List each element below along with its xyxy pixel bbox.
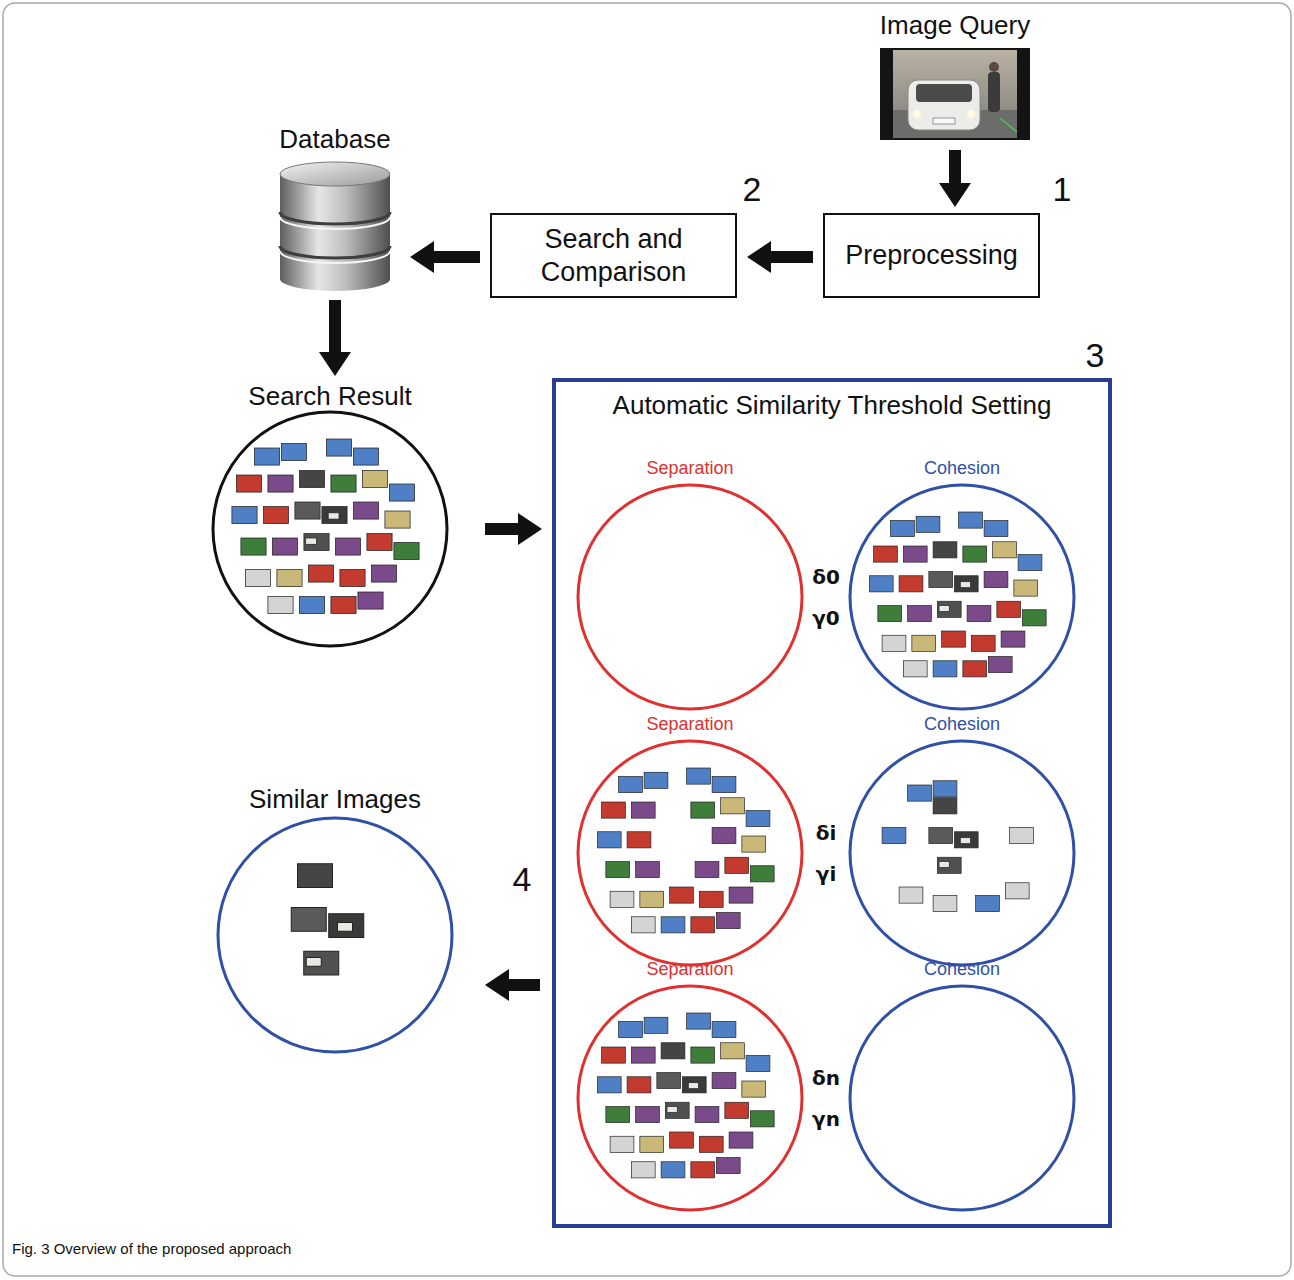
box-label: Preprocessing <box>845 239 1018 271</box>
cohesion-thumbnails <box>869 512 1046 677</box>
separation-circle: Separation <box>574 713 806 968</box>
cohesion-circle: Cohesion <box>846 713 1078 968</box>
photo-car-window <box>916 84 972 102</box>
cohesion-circle: Cohesion <box>846 958 1078 1213</box>
photo-car-body <box>908 80 980 130</box>
photo-car-light <box>967 110 975 118</box>
threshold-symbol: γn <box>812 1108 840 1130</box>
node-outline <box>210 785 460 1055</box>
cylinder-body <box>280 174 390 291</box>
node-outline <box>205 382 455 650</box>
photo-person <box>988 72 1000 112</box>
node-outline <box>846 457 1078 712</box>
circle-outline <box>578 741 802 965</box>
photo-frame <box>880 48 1030 140</box>
separation-thumbnails <box>597 768 774 933</box>
node-outline <box>846 713 1078 968</box>
threshold-symbol: δi <box>816 822 837 844</box>
node-heading: Cohesion <box>846 958 1078 980</box>
query-photo <box>880 48 1030 140</box>
search-result-thumbnails <box>232 439 419 614</box>
circle-outline <box>850 741 1074 965</box>
node-heading: Cohesion <box>846 713 1078 735</box>
circle-outline <box>213 412 447 646</box>
threshold-panel: Automatic Similarity Threshold SettingSe… <box>552 378 1112 1228</box>
callout-number: 4 <box>513 861 532 898</box>
node-outline <box>574 958 806 1213</box>
similar-thumbnails <box>291 864 364 975</box>
separation-thumbnails <box>597 1013 774 1178</box>
circle-outline <box>850 485 1074 709</box>
node-heading: Similar Images <box>210 785 460 813</box>
flow-arrow <box>939 150 971 207</box>
node-heading: Search Result <box>205 382 455 410</box>
flow-arrow <box>485 513 542 545</box>
node-outline <box>846 958 1078 1213</box>
photo-car-light <box>913 110 921 118</box>
figure-caption: Fig. 3 Overview of the proposed approach <box>12 1240 291 1257</box>
node-outline <box>574 713 806 968</box>
cohesion-thumbnails <box>929 798 978 874</box>
photo-car-plate <box>933 118 955 124</box>
separation-circle: Separation <box>574 457 806 712</box>
cohesion-thumbnails <box>882 781 1033 912</box>
box-label: Search and Comparison <box>509 223 719 288</box>
node-heading: Separation <box>574 713 806 735</box>
cylinder-band <box>280 217 390 229</box>
threshold-symbol: γ0 <box>812 607 840 629</box>
circle-outline <box>578 986 802 1210</box>
database-cylinder: Database <box>268 124 402 294</box>
flow-arrow <box>485 969 540 1001</box>
threshold-symbol: γi <box>816 863 836 885</box>
circle-outline <box>218 818 452 1052</box>
cylinder-top <box>280 162 390 186</box>
node-outline <box>574 457 806 712</box>
node-heading: Separation <box>574 958 806 980</box>
photo-road-line <box>1000 118 1017 132</box>
flow-arrow <box>410 241 480 273</box>
circle-outline <box>578 485 802 709</box>
outer-frame <box>3 3 1291 1276</box>
callout-number: 2 <box>743 171 762 208</box>
cylinder-band <box>280 246 390 258</box>
photo-person-head <box>989 62 999 72</box>
process-box: Preprocessing <box>823 213 1040 298</box>
threshold-symbol: δn <box>812 1067 840 1089</box>
separation-circle: Separation <box>574 958 806 1213</box>
node-heading: Automatic Similarity Threshold Setting <box>612 390 1052 421</box>
result-circle: Search Result <box>205 382 455 650</box>
cohesion-circle: Cohesion <box>846 457 1078 712</box>
callout-number: 1 <box>1053 171 1072 208</box>
flow-arrow <box>747 241 813 273</box>
process-box: Search and Comparison <box>490 213 737 298</box>
similar-circle: Similar Images <box>210 785 460 1055</box>
node-heading: Database <box>268 124 402 155</box>
node-heading: Separation <box>574 457 806 479</box>
node-heading: Image Query <box>860 10 1050 41</box>
query-image: Image Query <box>860 10 1050 146</box>
cylinder-band <box>280 251 390 263</box>
circle-outline <box>850 986 1074 1210</box>
node-heading: Cohesion <box>846 457 1078 479</box>
threshold-symbol: δ0 <box>812 566 840 588</box>
photo-scene <box>893 50 1017 138</box>
callout-number: 3 <box>1086 337 1105 374</box>
cylinder-band <box>280 212 390 224</box>
flow-arrow <box>319 300 351 376</box>
